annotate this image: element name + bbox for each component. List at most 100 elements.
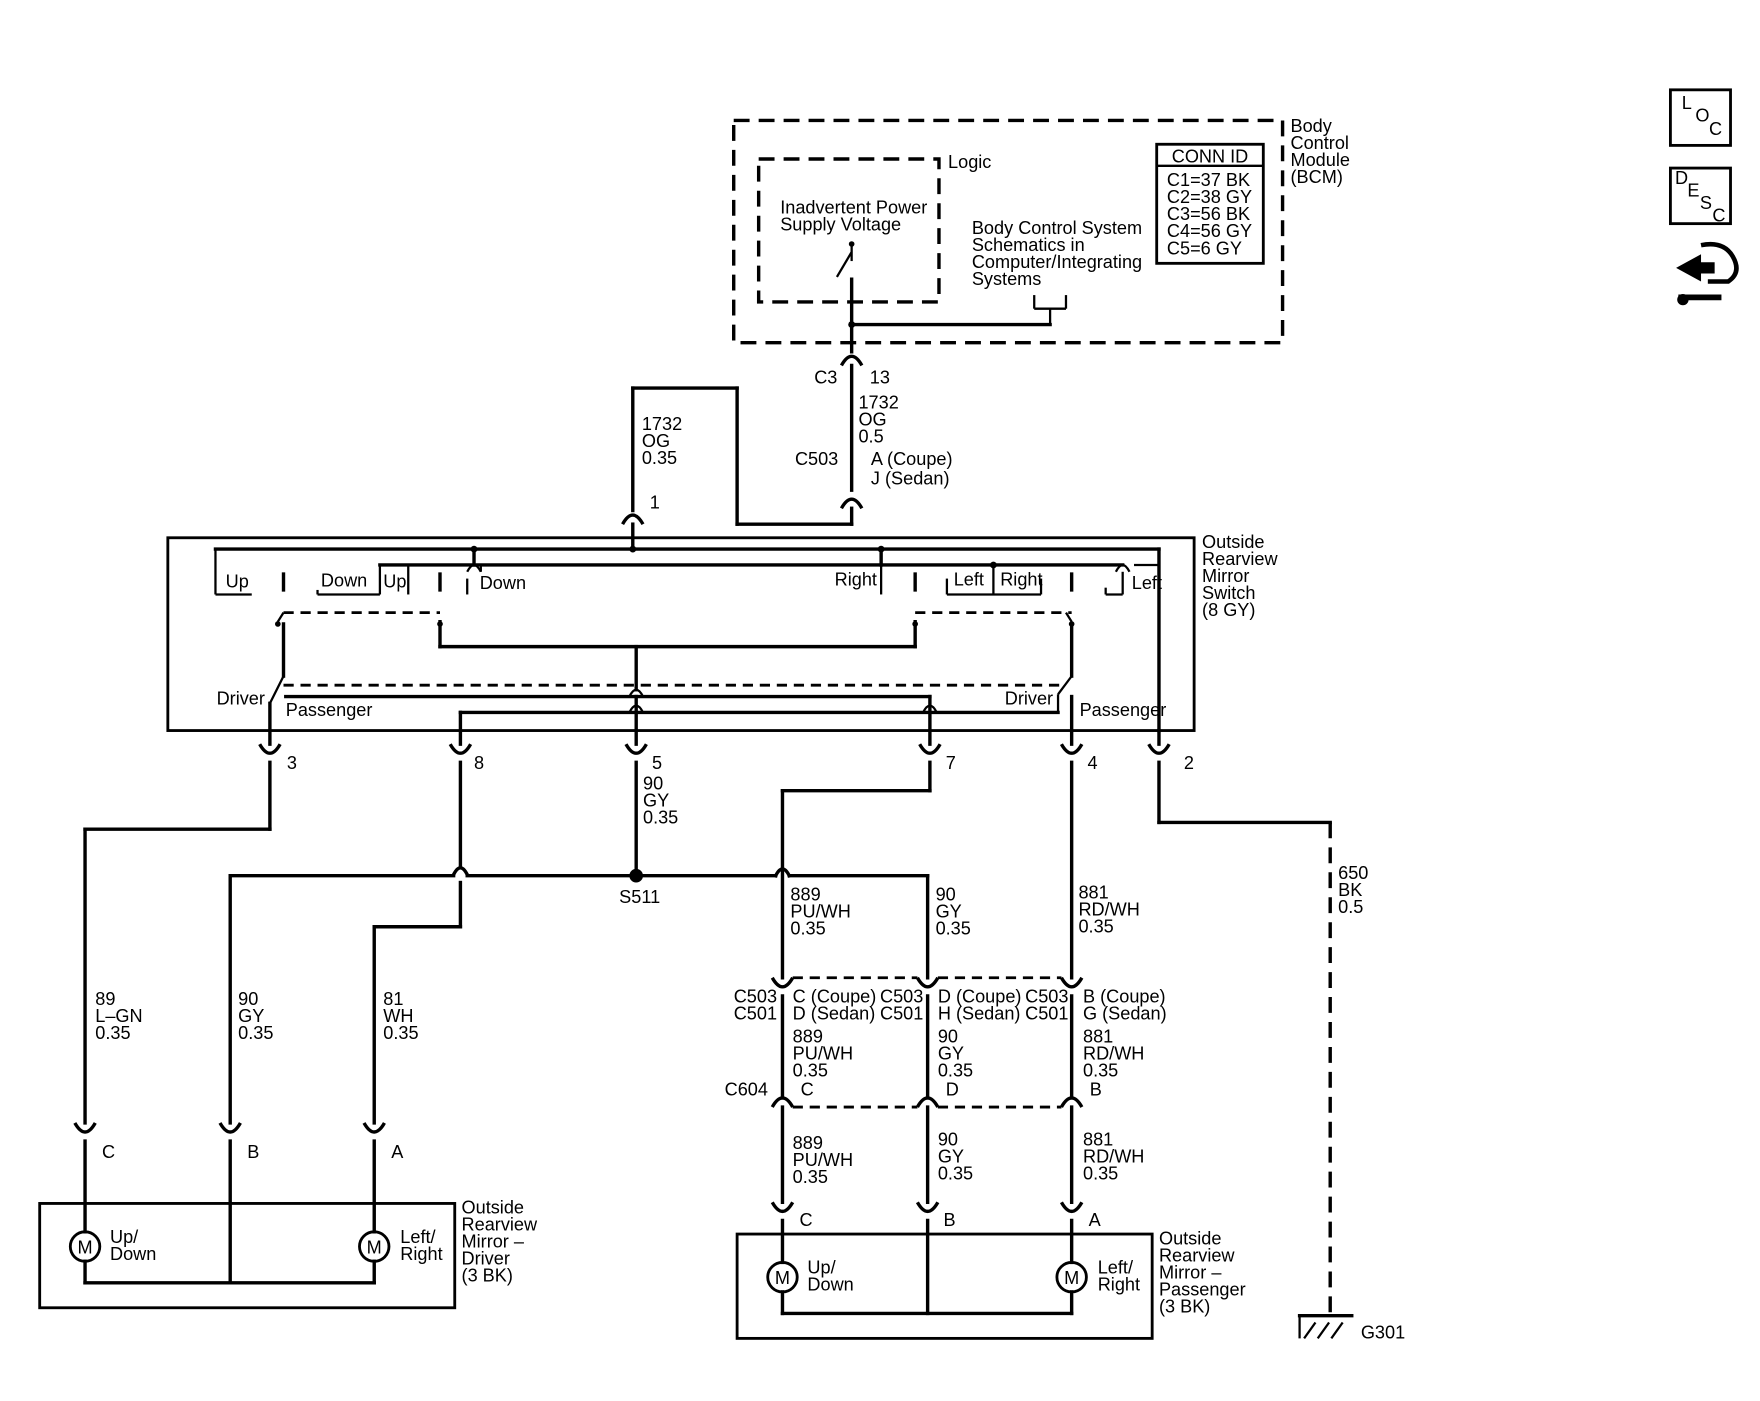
c3-label: C3: [814, 368, 837, 388]
wire-90-s511-size: 0.35: [643, 808, 678, 828]
conn-id-c2: C2=38 GY: [1167, 187, 1252, 207]
driver-pin-c: C: [102, 1142, 115, 1162]
pass-mirror-name-2: Rearview: [1159, 1245, 1235, 1265]
driver-mirror-name-4: Driver: [462, 1249, 510, 1269]
c501-b-label: C501: [880, 1004, 923, 1024]
pass-mirror-name-1: Outside: [1159, 1228, 1221, 1248]
passenger-mirror: C B A M M Up/ Down Left/ Right Outside R…: [735, 1201, 1246, 1340]
pass-upper-889-size: 0.35: [790, 919, 825, 939]
driver-leftright-1: Left/: [400, 1227, 436, 1247]
switch-name-2: Rearview: [1202, 549, 1278, 569]
driver-pin-b: B: [247, 1142, 259, 1162]
bcm-body-control-1: Body Control System: [972, 218, 1142, 238]
conn-id-table: [1155, 142, 1265, 265]
pass-upper-889-color: PU/WH: [790, 902, 850, 922]
bcm-body-control-4: Systems: [972, 269, 1042, 289]
c503-c-label: C503: [1025, 987, 1068, 1007]
label-down-mid: Down: [480, 573, 526, 593]
driver-wire-89-size: 0.35: [95, 1023, 130, 1043]
loc-icon-c: C: [1709, 119, 1722, 139]
desc-icon[interactable]: D E S C: [1668, 166, 1732, 225]
wire-1732-l-color: OG: [642, 431, 670, 451]
c503-top-pin-sedan: J (Sedan): [871, 468, 950, 488]
driver-mirror-name-3: Mirror –: [462, 1232, 525, 1252]
pass-leftright-1: Left/: [1098, 1258, 1134, 1278]
wire-1732-l-size: 0.35: [642, 448, 677, 468]
switch-pin-1: 1: [650, 492, 660, 512]
pass-upper-881-color: RD/WH: [1078, 899, 1139, 919]
connector-c604: C604 C D B 889 PU/WH 0.35 90 GY 0.35 881…: [725, 1080, 1144, 1205]
pass-lower-881-num: 881: [1083, 1130, 1113, 1150]
conn-id-c3: C3=56 BK: [1167, 204, 1250, 224]
pass-lower-90-size: 0.35: [938, 1164, 973, 1184]
c501-a-label: C501: [734, 1004, 777, 1024]
switch-name-3: Mirror: [1202, 566, 1249, 586]
loc-icon[interactable]: L O C: [1668, 88, 1732, 147]
switch-name-1: Outside: [1202, 532, 1264, 552]
driver-wire-90-color: GY: [238, 1006, 264, 1026]
switch-pin-3: 3: [287, 753, 297, 773]
label-down-left: Down: [321, 571, 367, 591]
c503-pin-d-sedan: H (Sedan): [938, 1004, 1021, 1024]
driver-wire-81-num: 81: [383, 989, 403, 1009]
c503-a-label: C503: [734, 987, 777, 1007]
label-up-mid: Up: [383, 572, 406, 592]
driver-mirror: C B A M M Up/ Down Left/ Right Outside R…: [38, 1122, 538, 1310]
c503-top-pin-coupe: A (Coupe): [871, 449, 953, 469]
c604-pin-b: B: [1090, 1080, 1102, 1100]
desc-icon-c: C: [1712, 205, 1725, 225]
pass-lower-889-size: 0.35: [793, 1167, 828, 1187]
pass-mid-881-num: 881: [1083, 1026, 1113, 1046]
c503-pin-c-sedan: D (Sedan): [793, 1004, 876, 1024]
pass-lower-889-num: 889: [793, 1133, 823, 1153]
bcm-logic-label: Logic: [948, 152, 991, 172]
desc-icon-s: S: [1700, 193, 1712, 213]
switch-pin-5: 5: [652, 753, 662, 773]
driver-leftright-2: Right: [400, 1244, 442, 1264]
c503-pin-b-coupe: B (Coupe): [1083, 987, 1166, 1007]
bcm-body-control-2: Schematics in: [972, 235, 1085, 255]
wire-1732-r-color: OG: [858, 410, 886, 430]
mirror-switch: Outside Rearview Mirror Switch (8 GY): [166, 522, 1279, 746]
ground-wire-num: 650: [1338, 863, 1368, 883]
label-left-right: Left: [1132, 573, 1162, 593]
driver-wire-90-num: 90: [238, 989, 258, 1009]
pass-lower-90-num: 90: [938, 1130, 958, 1150]
switch-name-4: Switch: [1202, 583, 1255, 603]
pass-mid-889-size: 0.35: [793, 1060, 828, 1080]
driver-wire-90-size: 0.35: [238, 1023, 273, 1043]
driver-motor-m2: M: [367, 1237, 382, 1257]
conn-id-title: CONN ID: [1172, 146, 1249, 166]
c503-b-label: C503: [880, 987, 923, 1007]
pass-mirror-name-3: Mirror –: [1159, 1262, 1222, 1282]
pass-lower-881-size: 0.35: [1083, 1164, 1118, 1184]
c3-pin-13: 13: [870, 368, 890, 388]
pass-pin-a: A: [1089, 1210, 1102, 1230]
driver-wire-89-num: 89: [95, 989, 115, 1009]
pass-pin-b: B: [944, 1210, 956, 1230]
pass-mid-881-color: RD/WH: [1083, 1043, 1144, 1063]
pass-mirror-name-5: (3 BK): [1159, 1296, 1210, 1316]
desc-icon-e: E: [1687, 180, 1699, 200]
switch-pin-8: 8: [474, 753, 484, 773]
bcm-name-4: (BCM): [1291, 167, 1343, 187]
pass-upper-90-num: 90: [936, 885, 956, 905]
label-right-right: Right: [1000, 569, 1042, 589]
c604-label: C604: [725, 1080, 768, 1100]
pass-motor-m1: M: [775, 1268, 790, 1288]
ground-icon: [1297, 1314, 1354, 1340]
label-driver-left: Driver: [217, 688, 265, 708]
connector-c503-c501: C503 C501 C503 C501 C503 C501 C (Coupe) …: [734, 976, 1167, 1100]
pass-upper-90-color: GY: [936, 902, 962, 922]
bcm-name-3: Module: [1291, 150, 1350, 170]
driver-mirror-name-2: Rearview: [462, 1215, 538, 1235]
connector-hand-icon[interactable]: [1676, 241, 1739, 306]
pass-upper-881-size: 0.35: [1078, 916, 1113, 936]
pass-mid-90-color: GY: [938, 1043, 964, 1063]
pass-lower-881-color: RD/WH: [1083, 1147, 1144, 1167]
pass-motor-m2: M: [1064, 1268, 1079, 1288]
wire-1732-r-num: 1732: [858, 392, 898, 412]
label-passenger-left: Passenger: [286, 700, 373, 720]
driver-pin-a: A: [391, 1142, 404, 1162]
